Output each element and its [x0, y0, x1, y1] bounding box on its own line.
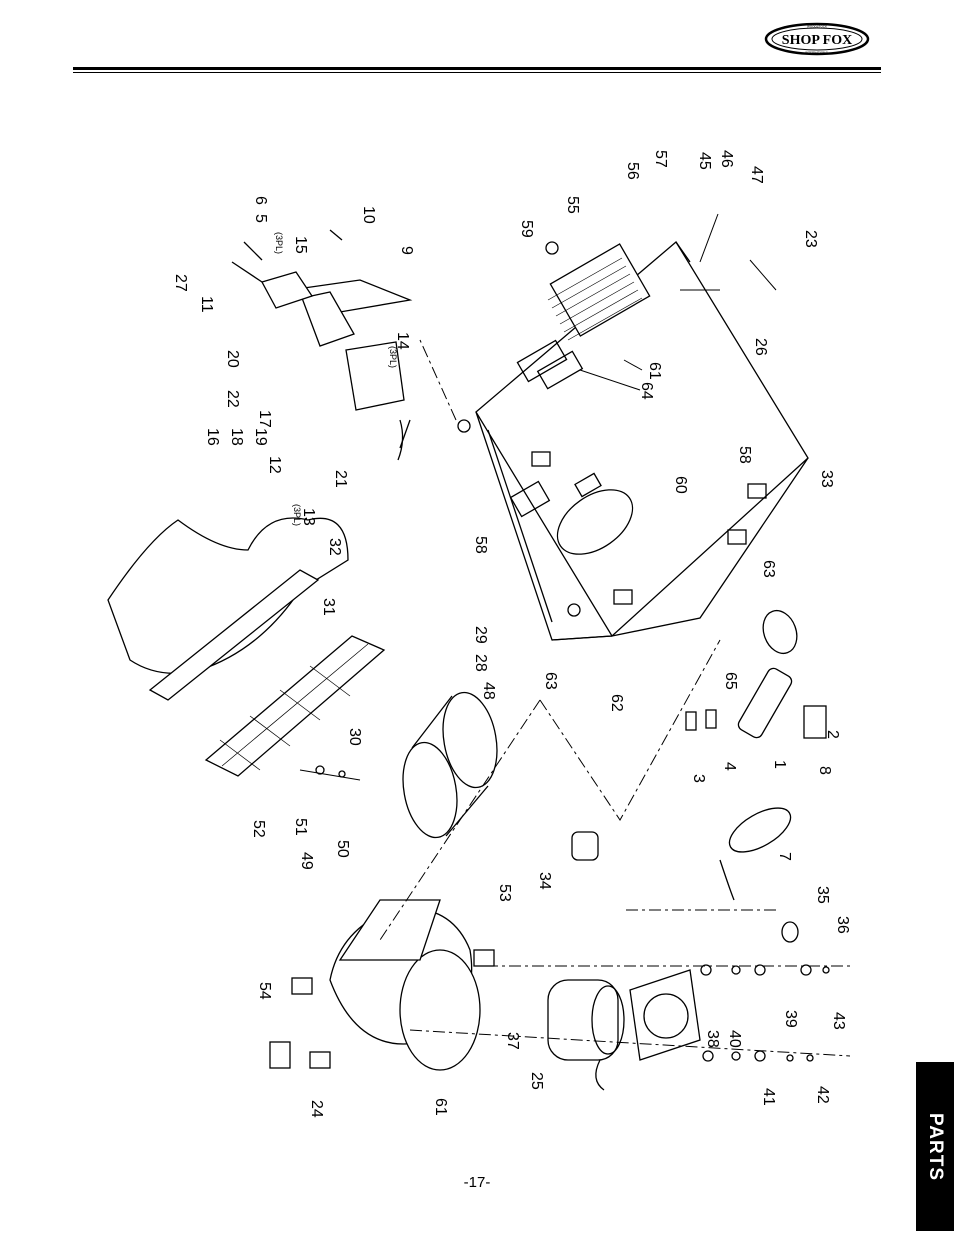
callout-28: 28: [472, 654, 489, 672]
callout-56: 56: [624, 162, 641, 180]
callout-30: 30: [346, 728, 363, 746]
callout-42: 42: [814, 1086, 831, 1104]
section-tab: PARTS: [916, 1062, 954, 1231]
callout-59: 59: [518, 220, 535, 238]
shop-fox-logo: SHOP FOX WOODSTOCK INTERNATIONAL: [764, 22, 870, 56]
callout-58-top: 58: [736, 446, 753, 464]
callout-41: 41: [760, 1088, 777, 1106]
callout-27: 27: [172, 274, 189, 292]
callout-1: 1: [771, 760, 788, 769]
switch-cord-capacitor: [571, 609, 827, 943]
callout-49: 49: [298, 852, 315, 870]
callout-61-top: 61: [646, 362, 663, 380]
page-number: -17-: [463, 1174, 491, 1191]
callout-36: 36: [834, 916, 851, 934]
logo-ring-bottom: INTERNATIONAL: [805, 51, 829, 55]
hardware-stack: [315, 765, 830, 1062]
cabinet-housing: [457, 241, 809, 641]
callout-60: 60: [672, 476, 689, 494]
callout-3: 3: [690, 774, 707, 783]
callout-63-left: 63: [542, 672, 559, 690]
logo-text: SHOP FOX: [782, 33, 852, 48]
section-tab-label: PARTS: [925, 1112, 946, 1181]
header-rule-thin: [73, 72, 881, 73]
callout-53: 53: [496, 884, 513, 902]
callout-6: 6: [252, 196, 269, 205]
callout-58-left: 58: [472, 536, 489, 554]
callout-11: 11: [198, 296, 215, 313]
qty-note-13: (3PL): [292, 504, 302, 526]
callout-25: 25: [528, 1072, 545, 1090]
callout-24: 24: [308, 1100, 325, 1118]
callout-29: 29: [472, 626, 489, 644]
callout-50: 50: [334, 840, 351, 858]
callout-19: 19: [252, 428, 269, 446]
logo-ring-top: WOODSTOCK: [807, 25, 827, 29]
callout-23: 23: [802, 230, 819, 248]
callout-54: 54: [256, 982, 273, 1000]
control-panel-assembly: [231, 229, 413, 461]
callout-61-bottom: 61: [432, 1098, 449, 1116]
callout-48: 48: [480, 682, 497, 700]
callout-37: 37: [504, 1032, 521, 1050]
callout-16: 16: [204, 428, 221, 446]
callout-40: 40: [726, 1030, 743, 1048]
callout-20: 20: [224, 350, 241, 368]
callout-46: 46: [718, 150, 735, 168]
callout-51: 51: [292, 818, 309, 836]
callout-14: 14: [394, 332, 411, 350]
leader-lines: [299, 213, 851, 1057]
callout-2: 2: [824, 730, 841, 739]
callout-62: 62: [608, 694, 625, 712]
callout-18: 18: [228, 428, 245, 446]
exploded-parts-diagram: 1 2 3 4 5 6 7 8 9 10 11 12 13 14 15 16 1…: [107, 150, 851, 1118]
blower-wheel: [402, 691, 498, 839]
blower-housing: [269, 899, 495, 1071]
callout-52: 52: [250, 820, 267, 838]
callout-55: 55: [564, 196, 581, 214]
callout-13: 13: [300, 508, 317, 526]
callout-15: 15: [292, 236, 309, 254]
callout-7: 7: [776, 852, 793, 861]
callout-35: 35: [814, 886, 831, 904]
callout-5: 5: [252, 214, 269, 223]
callout-10: 10: [360, 206, 377, 224]
callout-17: 17: [256, 410, 273, 428]
callout-63-right: 63: [760, 560, 777, 578]
qty-note-5: (3PL): [274, 232, 284, 254]
callout-39: 39: [782, 1010, 799, 1028]
callout-22: 22: [224, 390, 241, 408]
callout-43: 43: [830, 1012, 847, 1030]
callout-12: 12: [266, 456, 283, 474]
callout-47: 47: [748, 166, 765, 184]
callout-26: 26: [752, 338, 769, 356]
callout-4: 4: [721, 762, 738, 771]
callout-64: 64: [638, 382, 655, 400]
callout-32: 32: [326, 538, 343, 556]
callout-33: 33: [818, 470, 835, 488]
callout-8: 8: [816, 766, 833, 775]
callout-57: 57: [652, 150, 669, 168]
callout-34: 34: [536, 872, 553, 890]
qty-note-14: (3PL): [388, 346, 398, 368]
callout-numbers: 1 2 3 4 5 6 7 8 9 10 11 12 13 14 15 16 1…: [172, 150, 851, 1118]
callout-21: 21: [332, 470, 349, 488]
callout-31: 31: [320, 598, 337, 616]
header-rule: [73, 67, 881, 70]
motor-assembly: [547, 969, 701, 1091]
callout-65: 65: [722, 672, 739, 690]
filter-assembly: [107, 517, 386, 777]
callout-9: 9: [398, 246, 415, 255]
callout-45: 45: [696, 152, 713, 170]
callout-38: 38: [704, 1030, 721, 1048]
